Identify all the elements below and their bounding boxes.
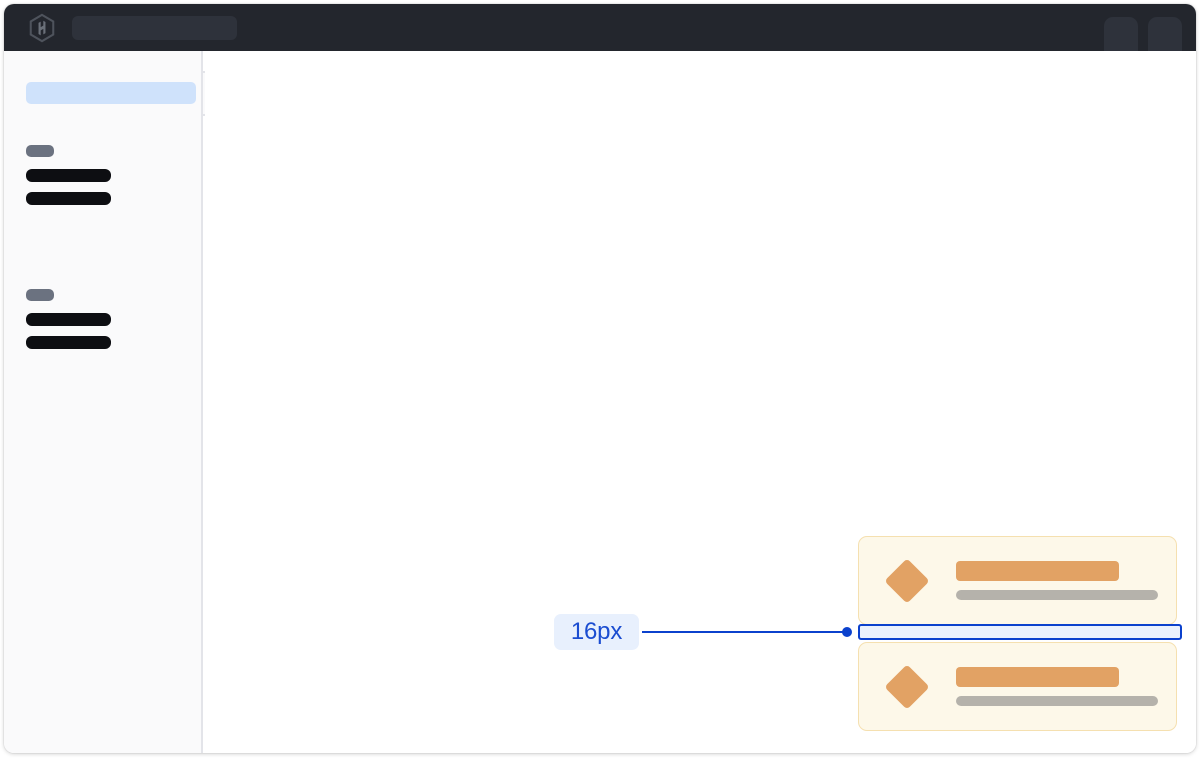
app-body: 16px bbox=[4, 51, 1196, 753]
global-search-input[interactable] bbox=[72, 15, 237, 40]
main-canvas: 16px bbox=[205, 51, 1196, 753]
spacing-measurement-highlight bbox=[858, 624, 1182, 640]
content-card-1[interactable] bbox=[858, 536, 1177, 625]
sidebar-group-1-label bbox=[26, 145, 54, 157]
card-2-secondary-line bbox=[956, 696, 1158, 706]
sidebar-group-2 bbox=[26, 289, 111, 359]
sidebar bbox=[4, 51, 203, 753]
diamond-icon bbox=[884, 557, 930, 604]
header-action-2-button[interactable] bbox=[1148, 17, 1182, 51]
sidebar-item-active[interactable] bbox=[26, 82, 196, 104]
measurement-value-label: 16px bbox=[554, 614, 639, 650]
app-header bbox=[4, 4, 1196, 51]
content-card-2[interactable] bbox=[858, 642, 1177, 731]
card-2-primary-line bbox=[956, 667, 1119, 687]
hashicorp-hexagon-logo-icon bbox=[29, 13, 55, 42]
diamond-icon bbox=[884, 663, 930, 710]
leader-line-dot-icon bbox=[842, 627, 852, 637]
card-1-lines bbox=[956, 561, 1158, 600]
sidebar-group-1 bbox=[26, 145, 111, 215]
sidebar-item-g1-r2[interactable] bbox=[26, 192, 111, 205]
app-window: 16px bbox=[4, 4, 1196, 753]
sidebar-group-2-label bbox=[26, 289, 54, 301]
header-actions bbox=[1104, 17, 1182, 51]
leader-line bbox=[642, 631, 846, 633]
card-2-lines bbox=[956, 667, 1158, 706]
header-action-1-button[interactable] bbox=[1104, 17, 1138, 51]
card-1-secondary-line bbox=[956, 590, 1158, 600]
sidebar-item-g2-r1[interactable] bbox=[26, 313, 111, 326]
card-1-primary-line bbox=[956, 561, 1119, 581]
sidebar-item-g2-r2[interactable] bbox=[26, 336, 111, 349]
sidebar-item-g1-r1[interactable] bbox=[26, 169, 111, 182]
